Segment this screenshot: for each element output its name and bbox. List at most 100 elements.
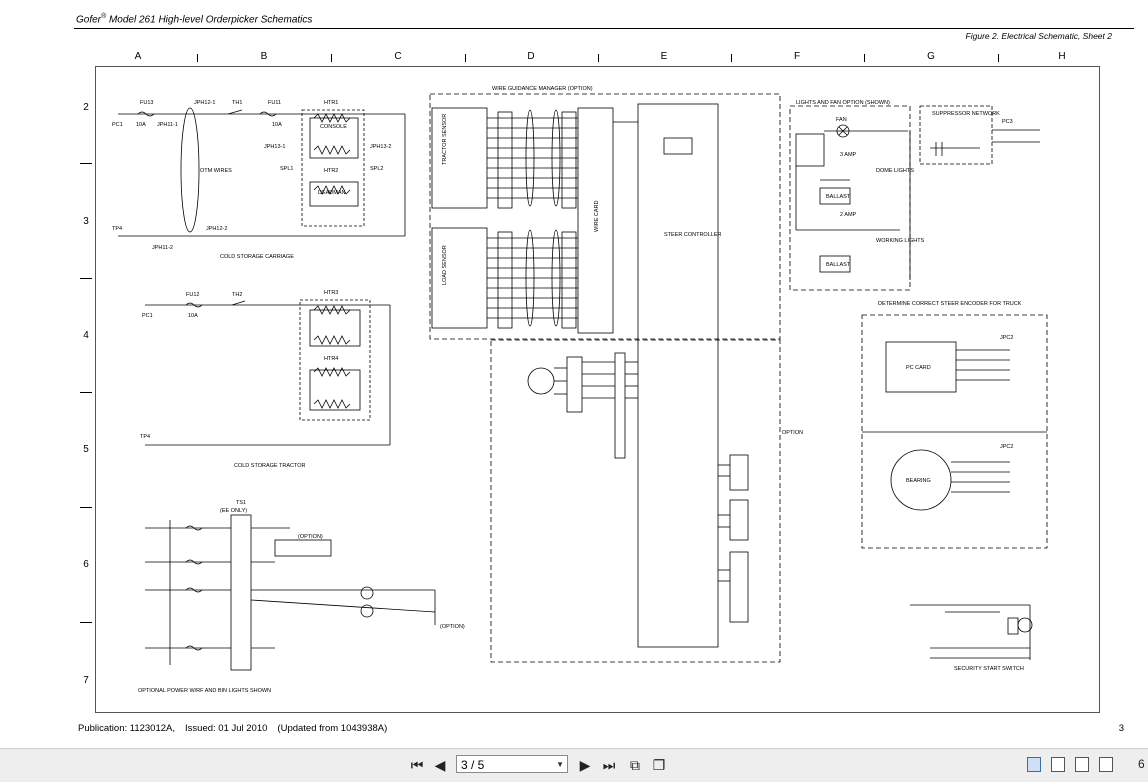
- two-page-view-icon[interactable]: [1075, 757, 1089, 772]
- label-htr4: HTR4: [324, 356, 338, 362]
- column-divider: [197, 54, 198, 62]
- publication-line: Publication: 1123012A, Issued: 01 Jul 201…: [78, 723, 397, 734]
- label-tp4: TP4: [140, 434, 150, 440]
- label-10a: 10A: [188, 313, 198, 319]
- document-title: Model 261 High-level Orderpicker Schemat…: [108, 14, 313, 26]
- publication-number: Publication: 1123012A,: [78, 723, 176, 734]
- label-console: CONSOLE: [320, 124, 347, 130]
- label-2-amp: 2 AMP: [840, 212, 857, 218]
- row-divider: [80, 507, 92, 508]
- label-tractor-sensor: TRACTOR SENSOR: [442, 114, 448, 165]
- label-bearing: BEARING: [906, 478, 931, 484]
- row-label: 3: [83, 216, 89, 227]
- label-option: OPTION: [782, 430, 803, 436]
- label-ballast: BALLAST: [826, 262, 851, 268]
- page-number: 3: [1118, 723, 1124, 734]
- label-jph12-2: JPH12-2: [206, 226, 227, 232]
- label-otm-wires: OTM WIRES: [200, 168, 232, 174]
- label-jpc2: JPC2: [1000, 335, 1013, 341]
- row-label: 6: [83, 559, 89, 570]
- row-label: 4: [83, 330, 89, 341]
- label-jph13-2: JPH13-2: [370, 144, 391, 150]
- label-pc1: PC1: [112, 122, 123, 128]
- page-indicator: 3 / 5: [461, 758, 485, 772]
- column-label: G: [927, 51, 935, 62]
- section-lights-fan: LIGHTS AND FAN OPTION (SHOWN): [796, 100, 890, 106]
- header-rule: [74, 28, 1134, 29]
- brand-name: Gofer: [76, 14, 102, 26]
- row-label: 5: [83, 444, 89, 455]
- single-page-view-icon[interactable]: [1027, 757, 1041, 772]
- go-forward-icon[interactable]: ❐: [652, 757, 666, 773]
- section-suppressor-network: SUPPRESSOR NETWORK: [932, 111, 1000, 117]
- section-wire-guidance: WIRE GUIDANCE MANAGER (OPTION): [492, 86, 593, 92]
- row-divider: [80, 278, 92, 279]
- electrical-schematic: FU13 FU11 TH1 JPH12-1 JPH11-1 PC1 10A 10…: [112, 86, 1048, 694]
- page-selector[interactable]: 3 / 5 ▼: [456, 755, 568, 773]
- section-optional-power: OPTIONAL POWER W/RF AND BIN LIGHTS SHOWN: [138, 688, 271, 694]
- label-option: (OPTION): [298, 534, 323, 540]
- updated-from: (Updated from 1043938A): [277, 723, 388, 734]
- label-htr1: HTR1: [324, 100, 338, 106]
- label-10a: 10A: [136, 122, 146, 128]
- section-steer-encoder: DETERMINE CORRECT STEER ENCODER FOR TRUC…: [878, 301, 1022, 307]
- label-ts1-ee-only: (EE ONLY): [220, 508, 247, 514]
- label-fu11: FU11: [268, 100, 281, 106]
- column-label: E: [660, 51, 668, 62]
- row-divider: [80, 622, 92, 623]
- label-fu12: FU12: [186, 292, 199, 298]
- column-label: A: [134, 51, 142, 62]
- label-3-amp: 3 AMP: [840, 152, 857, 158]
- continuous-view-icon[interactable]: [1051, 757, 1065, 772]
- label-fu13: FU13: [140, 100, 153, 106]
- row-label: 2: [83, 102, 89, 113]
- label-dome-lights: DOME LIGHTS: [876, 168, 914, 174]
- label-load-sensor: LOAD SENSOR: [442, 245, 448, 285]
- label-jpc2: JPC2: [1000, 444, 1013, 450]
- label-pc1: PC1: [142, 313, 153, 319]
- last-page-icon[interactable]: ⏭: [602, 757, 616, 773]
- document-header: Gofer® Model 261 High-level Orderpicker …: [76, 13, 312, 25]
- label-spl1: SPL1: [280, 166, 293, 172]
- chevron-down-icon: ▼: [556, 760, 564, 769]
- row-label: 7: [83, 675, 89, 686]
- label-pc-card: PC CARD: [906, 365, 931, 371]
- label-th2: TH2: [232, 292, 242, 298]
- column-divider: [465, 54, 466, 62]
- label-fan: FAN: [836, 117, 847, 123]
- column-divider: [864, 54, 865, 62]
- column-label: H: [1058, 51, 1066, 62]
- label-wire-card: WIRE CARD: [594, 201, 600, 233]
- viewer-toolbar: ⏮ ◀ 3 / 5 ▼ ▶ ⏭ ⧉ ❐ 6: [0, 748, 1148, 782]
- previous-page-icon[interactable]: ◀: [434, 757, 446, 773]
- label-steer-controller: STEER CONTROLLER: [664, 232, 721, 238]
- column-divider: [731, 54, 732, 62]
- label-deadman: DEADMAN: [318, 190, 346, 196]
- label-jph12-1: JPH12-1: [194, 100, 215, 106]
- label-working-lights: WORKING LIGHTS: [876, 238, 925, 244]
- section-cold-storage-carriage: COLD STORAGE CARRIAGE: [220, 254, 294, 260]
- label-spl2: SPL2: [370, 166, 383, 172]
- label-htr3: HTR3: [324, 290, 338, 296]
- document-page: Gofer® Model 261 High-level Orderpicker …: [74, 13, 1134, 734]
- column-divider: [598, 54, 599, 62]
- issued-date: Issued: 01 Jul 2010: [185, 723, 268, 734]
- column-label: B: [260, 51, 268, 62]
- row-divider: [80, 392, 92, 393]
- column-label: F: [793, 51, 801, 62]
- registered-mark: ®: [101, 13, 107, 20]
- first-page-icon[interactable]: ⏮: [410, 757, 424, 773]
- column-divider: [331, 54, 332, 62]
- next-page-icon[interactable]: ▶: [579, 757, 591, 773]
- label-th1: TH1: [232, 100, 242, 106]
- label-ts1: TS1: [236, 500, 246, 506]
- cut-off-number: 6: [1138, 757, 1145, 771]
- label-10a: 10A: [272, 122, 282, 128]
- section-cold-storage-tractor: COLD STORAGE TRACTOR: [234, 463, 306, 469]
- label-pc3: PC3: [1002, 119, 1013, 125]
- column-label: C: [394, 51, 402, 62]
- two-page-continuous-view-icon[interactable]: [1099, 757, 1113, 772]
- label-jph11-2: JPH11-2: [152, 245, 173, 251]
- column-divider: [998, 54, 999, 62]
- go-back-icon[interactable]: ⧉: [630, 757, 640, 773]
